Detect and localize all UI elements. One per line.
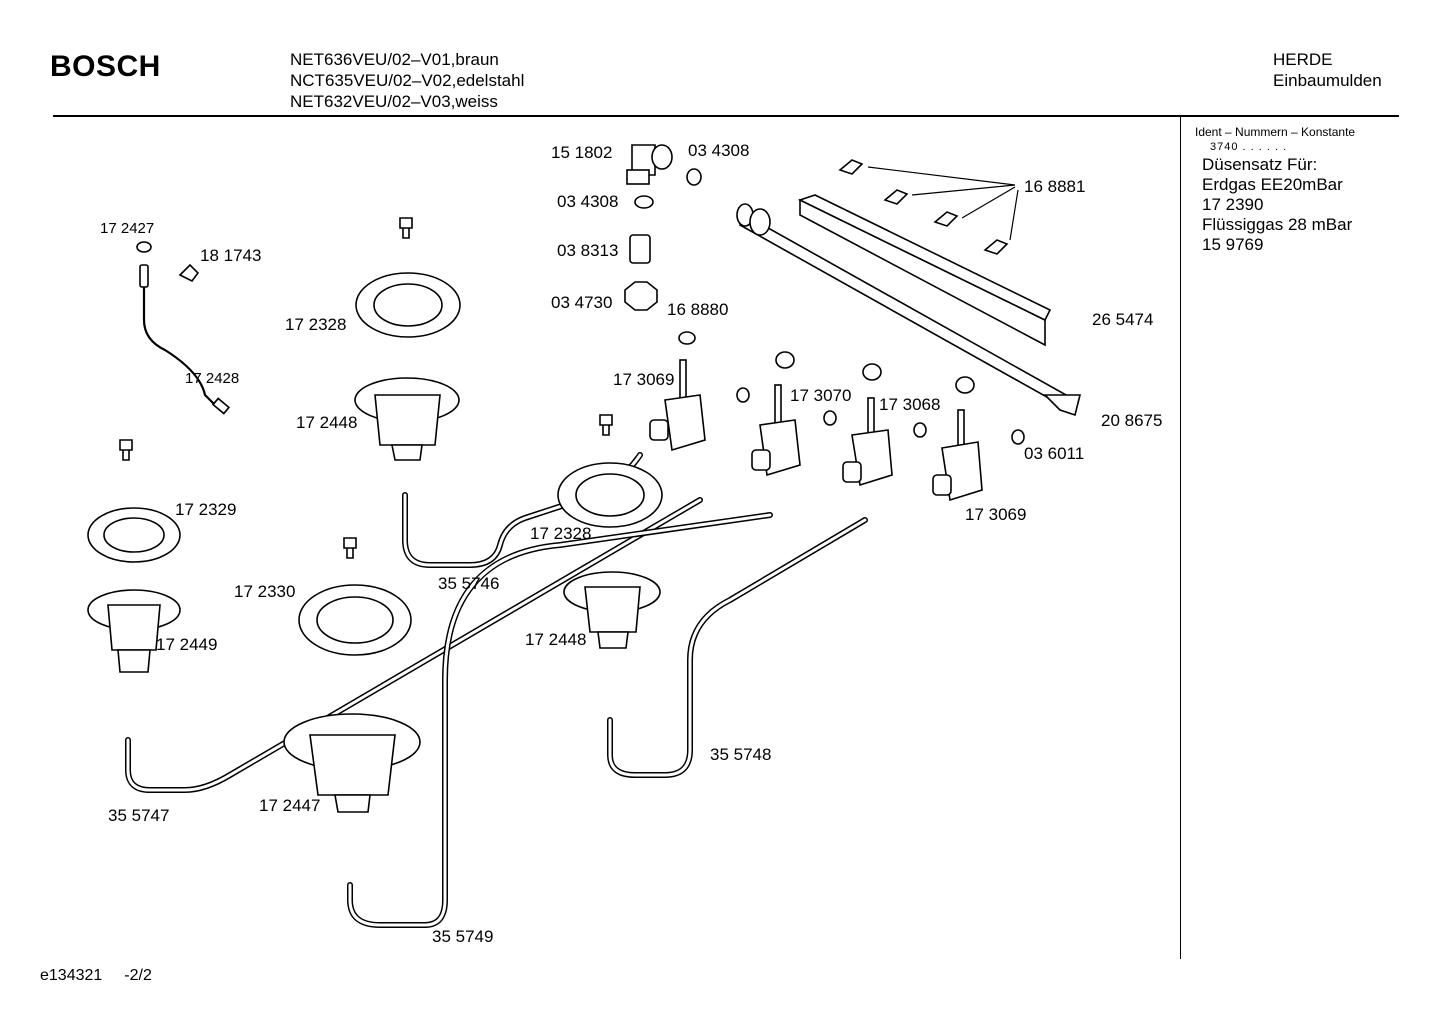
sidebar-divider [1180, 117, 1181, 959]
part-label: 17 3070 [790, 386, 851, 405]
model-list: NET636VEU/02–V01,braun NCT635VEU/02–V02,… [290, 49, 524, 112]
part-label: 15 1802 [551, 143, 612, 162]
part-label: 35 5746 [438, 574, 499, 593]
exploded-parts-diagram: 15 1802 03 4308 03 4308 03 8313 03 4730 … [87, 141, 1162, 946]
part-label: 17 2329 [175, 500, 236, 519]
part-label: 17 3068 [879, 395, 940, 414]
sidebar-info: Düsensatz Für: Erdgas EE20mBar 17 2390 F… [1202, 155, 1352, 255]
page-number: -2/2 [124, 967, 152, 984]
part-label: 17 2448 [296, 413, 357, 432]
sidebar-code: 3740 . . . . . . [1210, 141, 1288, 153]
sidebar-heading: Ident – Nummern – Konstante [1195, 125, 1356, 139]
header-divider [53, 115, 1399, 117]
part-label: 26 5474 [1092, 310, 1153, 329]
part-label: 16 8880 [667, 300, 728, 319]
part-label: 17 3069 [613, 370, 674, 389]
sidebar-line: 17 2390 [1202, 195, 1264, 214]
brand-logo: BOSCH [50, 50, 161, 83]
screws [119, 217, 613, 559]
gas-pipes [125, 452, 868, 928]
part-label: 17 2448 [525, 630, 586, 649]
part-label: 17 2328 [285, 315, 346, 334]
footer: e134321 -2/2 [40, 967, 152, 985]
part-label: 20 8675 [1101, 411, 1162, 430]
part-label: 03 4308 [688, 141, 749, 160]
part-label: 17 2427 [100, 220, 154, 237]
category-line: Einbaumulden [1273, 71, 1382, 90]
nozzle-group [838, 159, 1019, 255]
gas-valves [649, 331, 1025, 502]
elbow-fitting [624, 144, 702, 311]
part-label: 17 2428 [185, 370, 239, 387]
part-label: 16 8881 [1024, 177, 1085, 196]
part-label: 35 5748 [710, 745, 771, 764]
sidebar-line: 15 9769 [1202, 235, 1264, 254]
sidebar-line: Flüssiggas 28 mBar [1202, 215, 1353, 234]
part-label: 35 5747 [108, 806, 169, 825]
doc-id: e134321 [40, 967, 103, 984]
part-label: 03 4730 [551, 293, 612, 312]
part-label: 03 4308 [557, 192, 618, 211]
part-label: 18 1743 [200, 246, 261, 265]
model-line: NET632VEU/02–V03,weiss [290, 92, 498, 111]
part-labels: 15 1802 03 4308 03 4308 03 8313 03 4730 … [100, 141, 1162, 946]
part-label: 17 2330 [234, 582, 295, 601]
part-label: 03 8313 [557, 241, 618, 260]
model-line: NCT635VEU/02–V02,edelstahl [290, 71, 525, 90]
part-label: 03 6011 [1024, 444, 1084, 463]
category: HERDE Einbaumulden [1273, 49, 1382, 91]
burner-gaskets [87, 272, 663, 656]
thermocouple [136, 241, 231, 415]
part-label: 17 2447 [259, 796, 320, 815]
part-label: 17 3069 [965, 505, 1026, 524]
sidebar-line: Erdgas EE20mBar [1202, 175, 1343, 194]
burner-cups [87, 377, 661, 813]
sidebar-line: Düsensatz Für: [1202, 155, 1318, 174]
part-label: 35 5749 [432, 927, 493, 946]
model-line: NET636VEU/02–V01,braun [290, 50, 499, 69]
gas-rail [736, 194, 1082, 417]
category-line: HERDE [1273, 50, 1333, 69]
part-label: 17 2328 [530, 524, 591, 543]
part-label: 17 2449 [156, 635, 217, 654]
